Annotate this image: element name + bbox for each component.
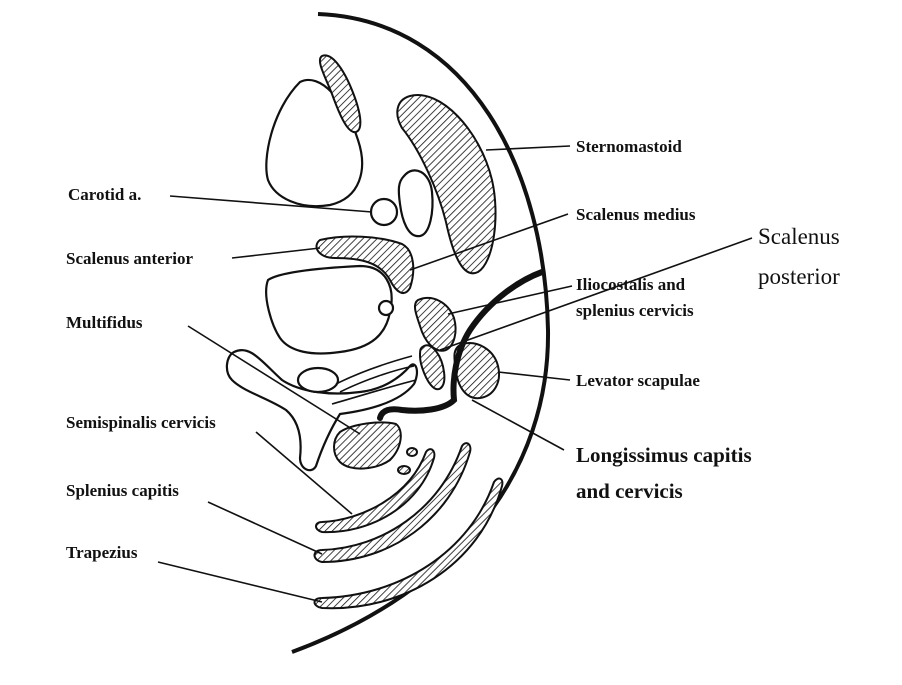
label-longissimus-1: Longissimus capitis [576, 443, 752, 467]
label-levator-scapulae: Levator scapulae [576, 371, 700, 390]
leader-longissimus [472, 400, 564, 450]
label-sternomastoid: Sternomastoid [576, 137, 682, 156]
label-iliocostalis-2: splenius cervicis [576, 301, 694, 320]
label-scalenus-posterior-1: Scalenus [758, 224, 840, 249]
leader-levator [498, 372, 570, 380]
spinal-canal [298, 368, 338, 392]
jugular-vein [399, 170, 433, 236]
carotid-artery [371, 199, 397, 225]
small-muscle-2 [407, 448, 417, 456]
leader-splenius-capitis [208, 502, 322, 554]
multifidus-muscle [334, 422, 401, 468]
label-scalenus-anterior: Scalenus anterior [66, 249, 193, 268]
label-splenius-capitis: Splenius capitis [66, 481, 179, 500]
label-scalenus-medius: Scalenus medius [576, 205, 696, 224]
scalenus-medius-muscle [415, 298, 456, 351]
scalenus-posterior-muscle [420, 345, 444, 389]
small-muscle-1 [398, 466, 410, 474]
label-iliocostalis-1: Iliocostalis and [576, 275, 686, 294]
label-carotid: Carotid a. [68, 185, 141, 204]
label-trapezius: Trapezius [66, 543, 138, 562]
label-longissimus-2: and cervicis [576, 479, 683, 503]
label-scalenus-posterior-2: posterior [758, 264, 840, 289]
vertebral-body [266, 266, 391, 353]
label-semispinalis-cervicis: Semispinalis cervicis [66, 413, 216, 432]
leader-sternomastoid [486, 146, 570, 150]
vertebral-foramen-small [379, 301, 393, 315]
leader-scalenus-anterior [232, 248, 320, 258]
label-multifidus: Multifidus [66, 313, 143, 332]
leader-trapezius [158, 562, 322, 602]
